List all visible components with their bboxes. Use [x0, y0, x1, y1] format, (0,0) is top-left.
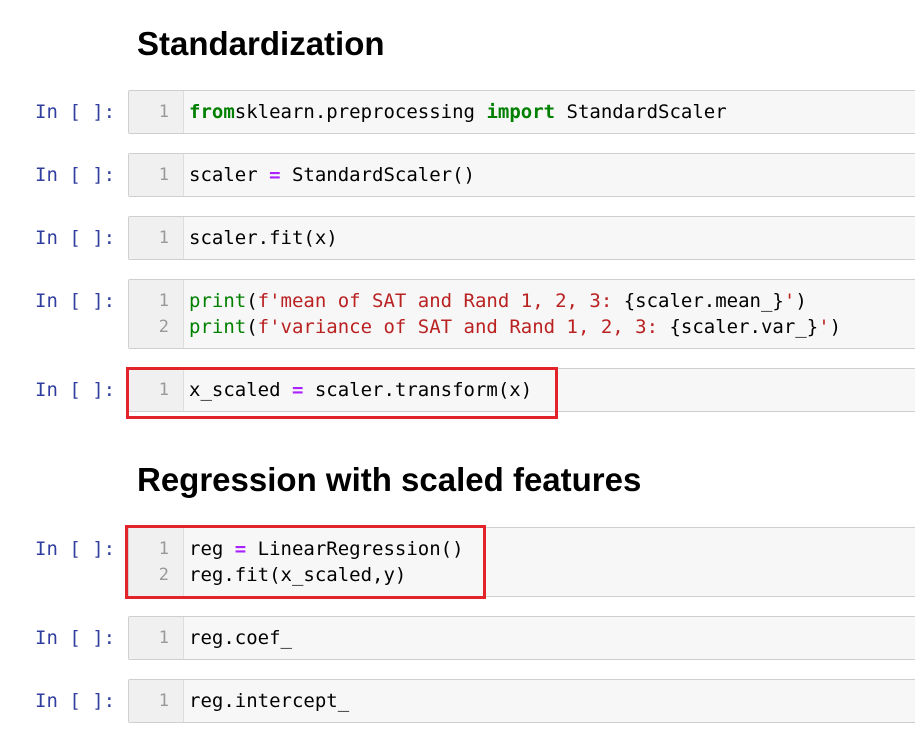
- code-text[interactable]: print(f'variance of SAT and Rand 1, 2, 3…: [189, 314, 841, 340]
- code-token: reg.coef_: [189, 627, 292, 649]
- line-number-gutter: [129, 617, 184, 659]
- code-text[interactable]: reg = LinearRegression(): [189, 536, 464, 562]
- cell-prompt: In [ ]:: [35, 164, 116, 186]
- line-number-gutter: [129, 91, 184, 133]
- cell-prompt: In [ ]:: [35, 227, 116, 249]
- code-token: scaler: [189, 164, 270, 186]
- code-token: scaler.fit(x): [189, 227, 338, 249]
- code-text[interactable]: reg.coef_: [189, 625, 292, 651]
- code-cell-coef[interactable]: 1 reg.coef_: [128, 616, 915, 660]
- line-number: 1: [158, 165, 169, 185]
- code-token: reg.fit(x_scaled,y): [189, 564, 407, 586]
- line-number: 1: [158, 380, 169, 400]
- code-token: ): [829, 316, 842, 338]
- line-number: 1: [158, 291, 169, 311]
- code-token: ): [795, 290, 807, 312]
- code-token: x_scaled: [189, 379, 292, 401]
- code-token: =: [234, 538, 247, 560]
- line-number: 1: [158, 539, 169, 559]
- cell-prompt: In [ ]:: [35, 379, 116, 401]
- code-text[interactable]: reg.fit(x_scaled,y): [189, 562, 406, 588]
- code-token: reg: [189, 538, 235, 560]
- code-cell-scaler-init[interactable]: 1 scaler = StandardScaler(): [128, 153, 915, 197]
- code-cell-intercept[interactable]: 1 reg.intercept_: [128, 679, 915, 723]
- code-token: reg.intercept_: [189, 690, 350, 712]
- line-number-gutter: [129, 680, 184, 722]
- line-number: 1: [158, 228, 169, 248]
- heading-regression-scaled-features: Regression with scaled features: [137, 461, 642, 498]
- code-token: ': [818, 316, 830, 338]
- code-token: LinearRegression(): [246, 538, 464, 560]
- line-number: 2: [158, 317, 169, 337]
- cell-prompt: In [ ]:: [35, 101, 116, 123]
- code-token: from: [189, 101, 235, 123]
- code-token: scaler.transform(x): [303, 379, 533, 401]
- code-token: {scaler.var_}: [669, 316, 819, 338]
- line-number: 1: [158, 102, 169, 122]
- code-token: (: [246, 316, 258, 338]
- code-token: import: [486, 101, 556, 123]
- code-text[interactable]: reg.intercept_: [189, 688, 349, 714]
- code-token: (: [246, 290, 258, 312]
- line-number-gutter: [129, 280, 184, 348]
- line-number: 1: [158, 628, 169, 648]
- code-text[interactable]: fromsklearn.preprocessing import Standar…: [189, 99, 727, 125]
- code-token: =: [291, 379, 304, 401]
- line-number-gutter: [129, 528, 184, 596]
- code-cell-import[interactable]: 1 fromsklearn.preprocessing import Standa…: [128, 90, 915, 134]
- line-number-gutter: [129, 154, 184, 196]
- code-text[interactable]: x_scaled = scaler.transform(x): [189, 377, 532, 403]
- heading-standardization: Standardization: [137, 25, 385, 62]
- cell-prompt: In [ ]:: [35, 538, 116, 560]
- code-token: ': [783, 290, 796, 312]
- cell-prompt: In [ ]:: [35, 290, 116, 312]
- code-text[interactable]: print(f'mean of SAT and Rand 1, 2, 3: {s…: [189, 288, 807, 314]
- code-token: print: [189, 316, 247, 338]
- line-number-gutter: [129, 217, 184, 259]
- code-cell-regression-fit[interactable]: 1 reg = LinearRegression() 2 reg.fit(x_scal…: [128, 527, 915, 597]
- line-number-gutter: [129, 369, 184, 411]
- code-token: {scaler.mean_}: [623, 290, 784, 312]
- code-cell-transform[interactable]: 1 x_scaled = scaler.transform(x): [128, 368, 915, 412]
- line-number: 2: [158, 565, 169, 585]
- code-token: StandardScaler: [555, 101, 727, 123]
- line-number: 1: [158, 691, 169, 711]
- code-token: print: [189, 290, 247, 312]
- code-token: f'mean of SAT and Rand 1, 2, 3:: [257, 290, 624, 312]
- code-token: sklearn.preprocessing: [234, 101, 487, 123]
- cell-prompt: In [ ]:: [35, 627, 116, 649]
- code-cell-scaler-fit[interactable]: 1 scaler.fit(x): [128, 216, 915, 260]
- code-token: f'variance of SAT and Rand 1, 2, 3:: [257, 316, 670, 338]
- code-text[interactable]: scaler.fit(x): [189, 225, 338, 251]
- code-text[interactable]: scaler = StandardScaler(): [189, 162, 475, 188]
- code-token: StandardScaler(): [280, 164, 475, 186]
- cell-prompt: In [ ]:: [35, 690, 116, 712]
- code-token: =: [269, 164, 281, 186]
